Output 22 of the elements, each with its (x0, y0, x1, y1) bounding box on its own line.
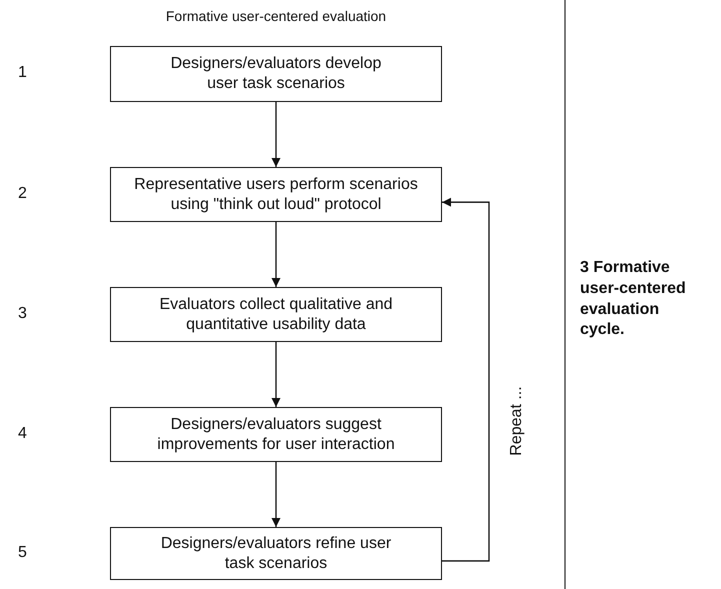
step-number: 5 (18, 544, 27, 562)
arrow (272, 462, 280, 527)
figure-caption: 3 Formative user-centered evaluation cycle. (580, 258, 687, 340)
step-number: 2 (18, 184, 27, 202)
step-number: 4 (18, 424, 27, 442)
step-number: 1 (18, 64, 27, 82)
process-box (110, 527, 442, 580)
process-box (110, 167, 442, 222)
arrow (442, 198, 490, 562)
box-text: Designers/evaluators suggest improvements for user interaction (156, 414, 396, 454)
box-text: Designers/evaluators refine user task scenarios (160, 534, 392, 574)
arrow (272, 342, 280, 407)
process-box (110, 46, 442, 102)
diagram-title: Formative user-centered evaluation (164, 8, 388, 24)
process-box (110, 287, 442, 342)
step-number: 3 (18, 304, 27, 322)
arrow (272, 222, 280, 287)
box-text: Designers/evaluators develop user task scenarios (170, 54, 382, 94)
box-text: Evaluators collect qualitative and quantitative usability data (158, 294, 394, 334)
process-box (110, 407, 442, 462)
box-text: Representative users perform scenarios using "think out loud" protocol (133, 174, 419, 214)
arrow (272, 102, 280, 167)
